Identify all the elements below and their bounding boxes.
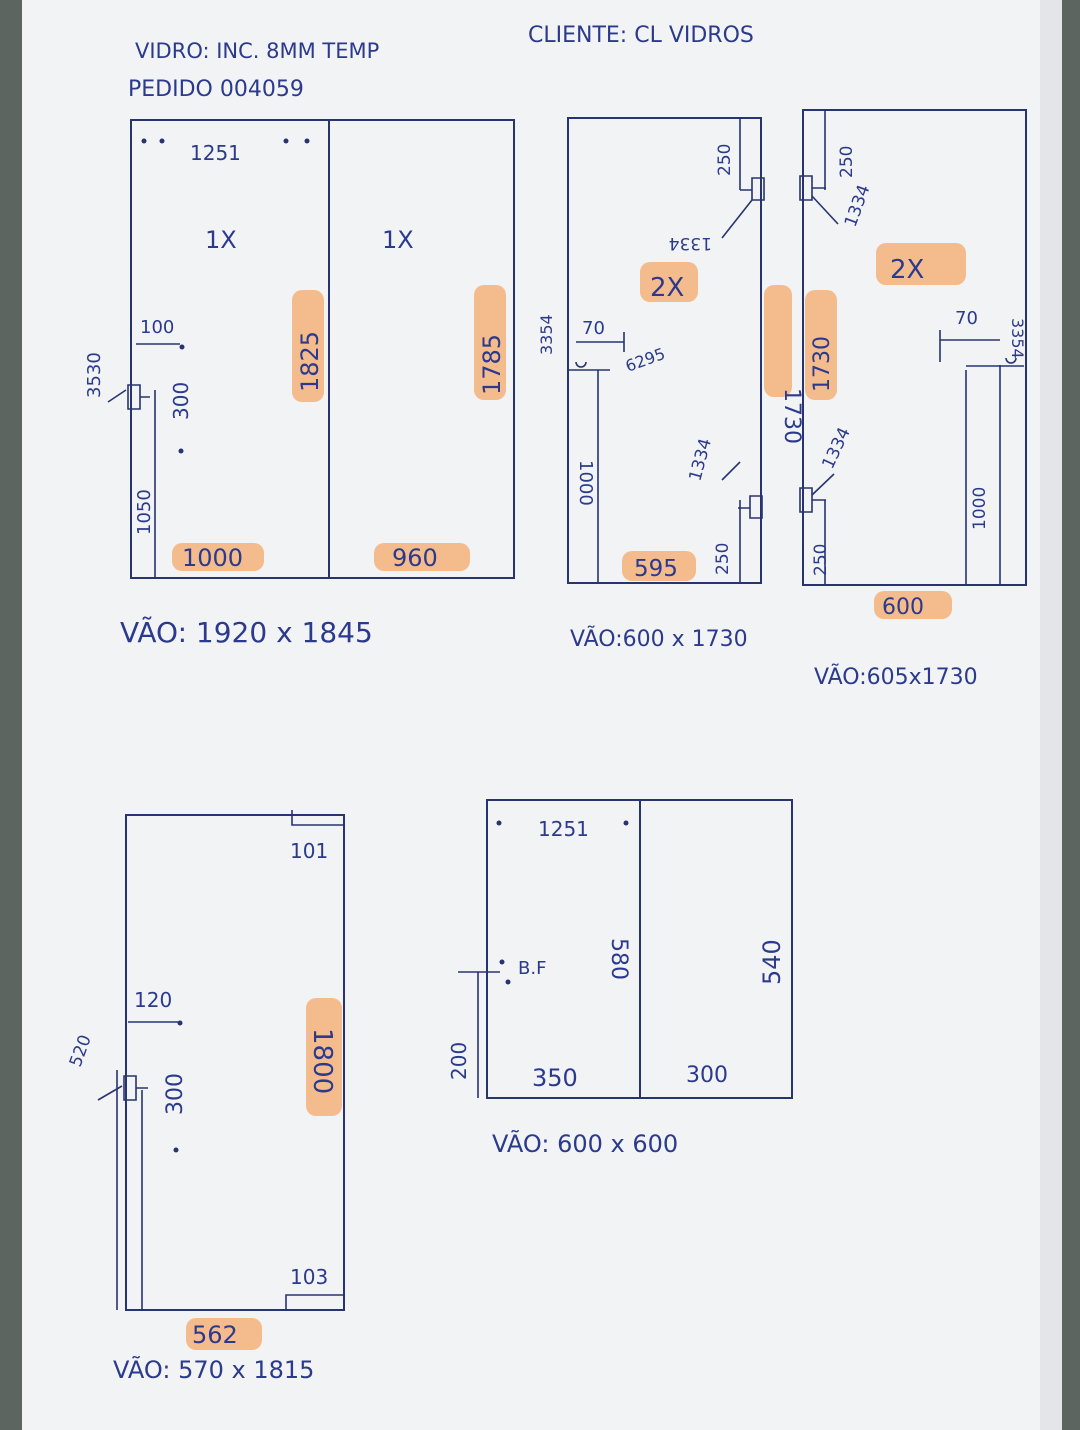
drawing-1-frame (130, 119, 515, 579)
drawing-3-bottom-height: 1000 (970, 487, 990, 530)
highlight-d2-height (764, 285, 792, 397)
drawing-1-bottom-height: 1050 (134, 489, 155, 535)
drawing-4-lock-height: 300 (163, 1073, 188, 1115)
drawing-5-right-height: 540 (758, 939, 786, 985)
drawing-1-handle-offset: 100 (140, 317, 174, 338)
drawing-2-opening: VÃO:600 x 1730 (570, 625, 748, 652)
hinge-icon-d2-bottom (738, 495, 763, 519)
drawing-5-left-width: 350 (532, 1064, 578, 1092)
drawing-5-label-bf: B.F (518, 958, 546, 979)
drawing-3-qty: 2X (890, 255, 924, 285)
drawing-2-height: 1730 (779, 388, 804, 444)
drawing-4: 101 120 520 300 1800 103 562 VÃO: 570 x … (66, 810, 345, 1384)
drawing-2-bottom-height: 1000 (575, 460, 596, 506)
highlight-d3-height (805, 290, 837, 400)
drawing-3: 250 1334 2X 70 3354 1730 1334 250 1000 6… (799, 109, 1027, 690)
drawing-1-right-height: 1785 (478, 334, 506, 395)
drawing-3-handle-offset: 70 (955, 308, 978, 329)
highlight-d1-right-height (474, 285, 506, 400)
highlight-d4-height (306, 998, 342, 1116)
highlight-d3-width (874, 591, 952, 619)
drawing-1-right-width: 960 (392, 544, 438, 572)
drawing-1-left-height: 1825 (296, 331, 324, 392)
drawing-3-top-offset: 250 (837, 146, 857, 178)
drawing-2-top-offset: 250 (715, 144, 735, 176)
drawing-4-top-corner: 101 (290, 839, 328, 863)
drawing-3-bottom-offset: 250 (811, 544, 831, 576)
order-number: PEDIDO 004059 (128, 77, 304, 102)
drawing-5-left-height: 580 (606, 938, 631, 980)
hinge-icon-d3-top (799, 175, 826, 201)
drawing-2-hinge-code-top: 1334 (669, 233, 712, 253)
drawing-3-frame (802, 109, 1027, 586)
drawing-4-handle-offset: 120 (134, 988, 172, 1012)
drawing-4-bottom-corner-mark (285, 1294, 344, 1310)
paper-shadow-edge (1040, 0, 1062, 1430)
hinge-icon-d2-top (740, 177, 765, 201)
drawing-2-lock-code: 3354 (537, 314, 556, 355)
paper (22, 0, 1062, 1430)
drawing-2-handle-offset: 70 (582, 318, 605, 339)
drawing-2-qty: 2X (650, 273, 684, 303)
drawing-4-opening: VÃO: 570 x 1815 (113, 1354, 314, 1384)
highlight-d1-right-width (374, 543, 470, 571)
highlight-d3-qty (876, 243, 966, 285)
drawing-2-width: 595 (634, 556, 678, 582)
drawing-2-bottom-offset: 250 (713, 543, 733, 575)
lock-icon-d1 (107, 384, 150, 410)
drawing-5-hardware-code: 1251 (538, 817, 589, 841)
handle-icon-d2 (568, 361, 610, 371)
glass-spec: VIDRO: INC. 8MM TEMP (135, 39, 379, 63)
drawing-1-left-width: 1000 (182, 544, 243, 572)
highlight-d2-qty (640, 262, 698, 302)
hinge-icon-d3-bottom (799, 487, 826, 513)
lock-icon-d4 (97, 1075, 148, 1101)
drawing-4-width: 562 (192, 1321, 238, 1349)
drawing-3-lock-code: 3354 (1008, 318, 1027, 359)
drawing-1-hardware-code: 1251 (190, 141, 241, 165)
drawing-1-lock-height: 300 (169, 382, 193, 420)
drawing-3-width: 600 (882, 595, 924, 620)
drawing-3-height: 1730 (810, 336, 835, 392)
drawing-5: 1251 B.F 580 540 200 350 300 VÃO: 600 x … (447, 799, 793, 1158)
drawing-5-opening: VÃO: 600 x 600 (492, 1128, 678, 1158)
drawing-3-opening: VÃO:605x1730 (814, 663, 978, 690)
highlight-d2-width (622, 551, 696, 581)
handle-icon-d3 (966, 357, 1024, 367)
drawing-5-right-width: 300 (686, 1063, 728, 1088)
drawing-1-right-qty: 1X (382, 226, 414, 254)
drawing-2-frame (567, 117, 762, 584)
drawing-4-height: 1800 (307, 1028, 337, 1094)
drawing-1-opening: VÃO: 1920 x 1845 (120, 616, 373, 649)
highlight-d4-width (186, 1318, 262, 1350)
drawing-1: 1251 1X 1X 1825 1785 100 3530 300 1050 1… (84, 119, 515, 649)
drawing-4-bottom-corner: 103 (290, 1265, 328, 1289)
drawing-4-frame (125, 814, 345, 1311)
drawing-1-lock-code: 3530 (84, 352, 105, 398)
highlight-d1-left-height (292, 290, 324, 402)
drawing-5-side-height: 200 (447, 1042, 471, 1080)
highlight-d1-left-width (172, 543, 264, 571)
drawing-4-top-corner-mark (291, 810, 344, 826)
drawing-1-left-qty: 1X (205, 226, 237, 254)
client-name: CLIENTE: CL VIDROS (528, 23, 754, 48)
